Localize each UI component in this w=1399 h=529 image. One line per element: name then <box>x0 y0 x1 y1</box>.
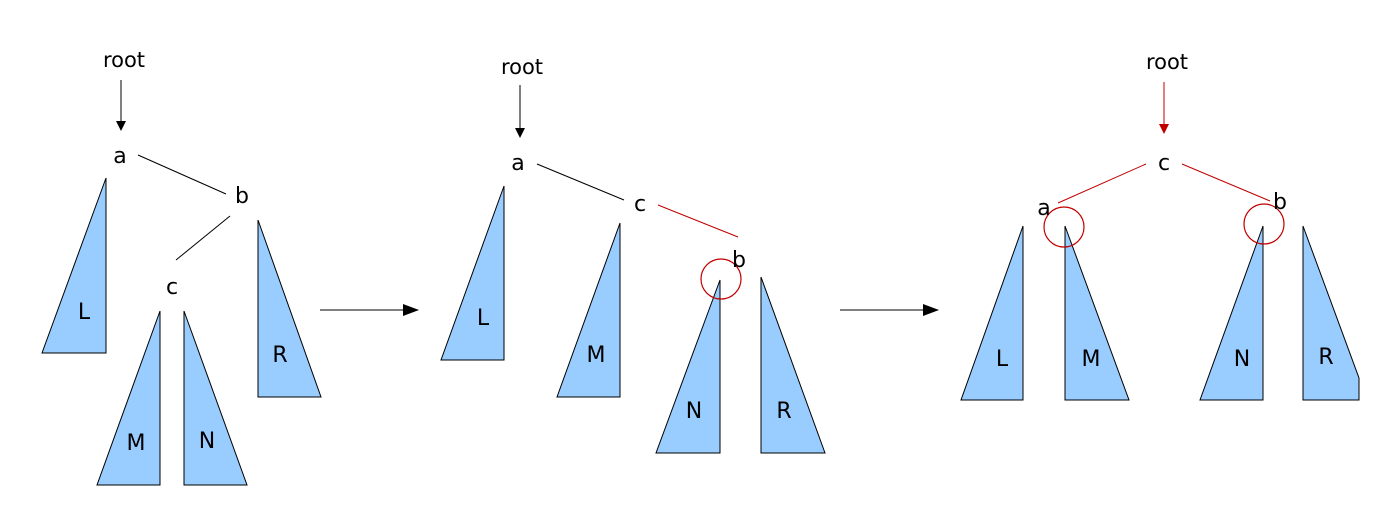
node-b: b <box>732 248 746 273</box>
subtree-M <box>96 310 161 486</box>
subtree-R <box>760 276 826 454</box>
highlight-circle-a <box>1043 206 1085 248</box>
subtree-M <box>1064 225 1130 401</box>
edge-c-b-new <box>1181 163 1271 202</box>
panel-middle: root a c b L M N R <box>440 55 826 454</box>
subtree-N-label: N <box>686 399 702 424</box>
edge-b-c <box>175 215 231 261</box>
subtree-M-label: M <box>587 343 606 368</box>
node-a: a <box>511 151 524 176</box>
subtree-R-label: R <box>1318 345 1333 370</box>
subtree-R <box>1302 225 1360 401</box>
subtree-L-label: L <box>477 306 490 331</box>
subtree-N <box>183 310 248 486</box>
highlight-circle-b <box>700 258 742 300</box>
panel-after: root c a b L M N R <box>960 50 1360 401</box>
subtree-L <box>440 185 505 361</box>
node-c: c <box>166 275 178 300</box>
root-label: root <box>103 48 145 72</box>
node-b: b <box>1273 190 1287 215</box>
node-a: a <box>113 144 126 169</box>
subtree-R <box>257 219 322 398</box>
node-c: c <box>1158 151 1170 176</box>
edge-c-a-new <box>1057 163 1147 204</box>
subtree-L-label: L <box>78 300 91 325</box>
panel-before: root a b c L R M N <box>41 48 322 486</box>
subtree-M-label: M <box>127 431 146 456</box>
subtree-N <box>1199 225 1264 401</box>
subtree-L <box>41 177 107 354</box>
node-c: c <box>634 192 646 217</box>
edge-a-c <box>536 163 625 201</box>
highlight-circle-b <box>1243 203 1285 245</box>
subtree-L <box>960 225 1024 401</box>
subtree-R-label: R <box>272 343 287 368</box>
subtree-M-label: M <box>1082 347 1101 372</box>
subtree-N-label: N <box>199 429 215 454</box>
node-a: a <box>1037 196 1050 221</box>
edge-c-b-new <box>657 204 739 238</box>
subtree-N <box>655 279 721 454</box>
subtree-N-label: N <box>1234 347 1250 372</box>
subtree-R-label: R <box>776 399 791 424</box>
root-label: root <box>501 55 543 79</box>
root-label: root <box>1146 50 1188 74</box>
node-b: b <box>235 184 249 209</box>
edge-a-b <box>137 154 227 195</box>
subtree-M <box>556 222 621 398</box>
subtree-L-label: L <box>996 347 1009 372</box>
